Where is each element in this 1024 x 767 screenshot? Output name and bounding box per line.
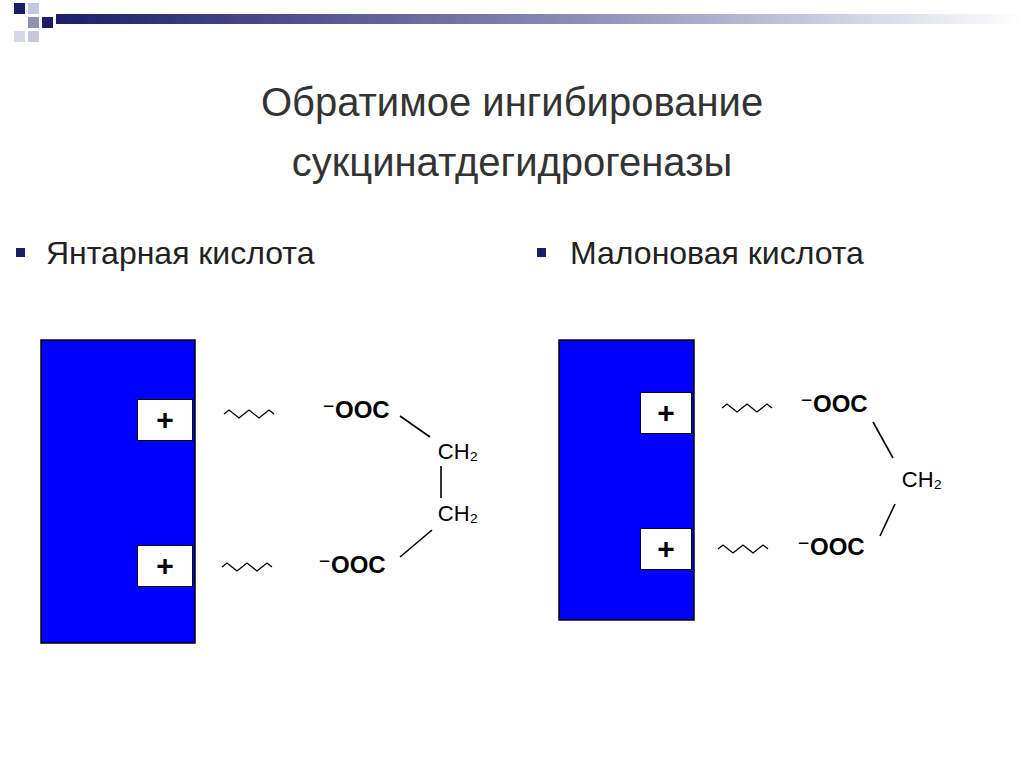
bullet-heading: Янтарная кислота	[46, 236, 314, 271]
ionic-bond	[718, 545, 768, 553]
enzyme-body	[559, 340, 694, 620]
ionic-bond	[222, 563, 272, 571]
binding-site: +	[137, 399, 193, 441]
charge-sign: +	[657, 398, 675, 428]
methylene-group: CH₂	[438, 440, 478, 464]
methylene-group: CH₂	[902, 468, 942, 492]
bullet-heading: Малоновая кислота	[570, 236, 864, 271]
methylene-group: CH₂	[438, 502, 478, 526]
charge-sign: +	[657, 534, 675, 564]
binding-site: +	[640, 392, 692, 434]
carboxylate-group: ⁻OOC	[322, 397, 389, 423]
charge-sign: +	[156, 405, 174, 435]
binding-site: +	[640, 528, 692, 570]
binding-site: +	[137, 545, 193, 587]
bullet-mark	[16, 248, 25, 257]
header-decoration	[14, 3, 1024, 42]
ionic-bond	[224, 410, 274, 418]
slide-title: Обратимое ингибирование сукцинатдегидрог…	[162, 72, 862, 192]
bullet-mark	[537, 248, 546, 257]
carboxylate-group: ⁻OOC	[318, 552, 385, 578]
enzyme-body	[41, 340, 195, 643]
ionic-bond	[722, 404, 772, 412]
charge-sign: +	[156, 551, 174, 581]
carboxylate-group: ⁻OOC	[800, 391, 867, 417]
carboxylate-group: ⁻OOC	[797, 534, 864, 560]
